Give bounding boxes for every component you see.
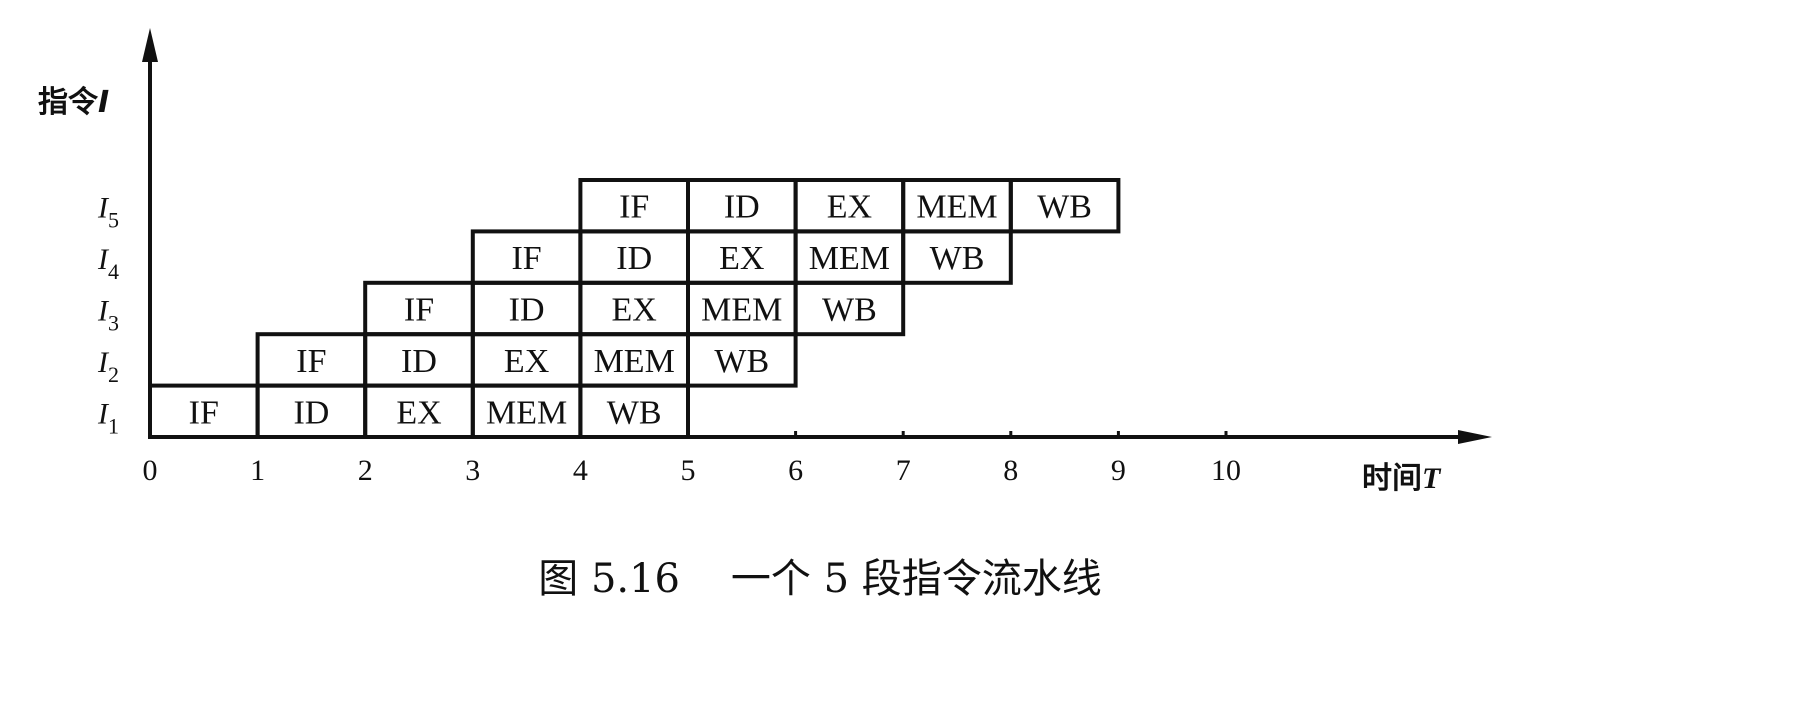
x-axis-label: 时间T	[1362, 461, 1442, 496]
instruction-label: I4	[97, 243, 119, 284]
stage-label: ID	[616, 240, 652, 277]
instruction-label: I3	[97, 295, 119, 336]
stage-label: EX	[612, 292, 657, 329]
x-tick-label: 5	[681, 454, 696, 487]
instruction-label: I2	[97, 346, 119, 387]
stage-label: MEM	[701, 292, 782, 329]
figure-caption: 图 5.16 一个 5 段指令流水线	[538, 556, 1102, 602]
stage-label: WB	[822, 292, 877, 329]
stage-label: IF	[404, 292, 434, 329]
stage-label: MEM	[594, 343, 675, 380]
x-tick-label: 9	[1111, 454, 1126, 487]
stage-label: EX	[827, 189, 872, 226]
x-tick-label: 10	[1211, 454, 1241, 487]
stage-label: IF	[296, 343, 326, 380]
stage-label: IF	[189, 394, 219, 431]
stage-label: EX	[396, 394, 441, 431]
y-axis-arrow-icon	[142, 28, 158, 62]
stage-label: EX	[719, 240, 764, 277]
x-tick-label: 2	[358, 454, 373, 487]
x-axis-arrow-icon	[1458, 430, 1492, 444]
x-tick-label: 6	[788, 454, 803, 487]
stage-label: ID	[509, 292, 545, 329]
y-axis-label: 指令I	[38, 85, 109, 120]
stage-label: MEM	[916, 189, 997, 226]
stage-label: MEM	[486, 394, 567, 431]
instruction-label: I5	[97, 192, 119, 233]
x-tick-label: 4	[573, 454, 588, 487]
stage-label: EX	[504, 343, 549, 380]
stage-label: WB	[930, 240, 985, 277]
stage-label: WB	[607, 394, 662, 431]
stage-label: IF	[619, 189, 649, 226]
x-tick-label: 3	[465, 454, 480, 487]
x-tick-label: 0	[143, 454, 158, 487]
instruction-label: I1	[97, 397, 119, 438]
stage-label: IF	[511, 240, 541, 277]
stage-label: ID	[401, 343, 437, 380]
stage-label: ID	[293, 394, 329, 431]
stage-cell	[1008, 178, 1121, 234]
stage-label: ID	[724, 189, 760, 226]
x-tick-label: 1	[250, 454, 265, 487]
stage-label: WB	[714, 343, 769, 380]
stage-label: WB	[1037, 189, 1092, 226]
stage-label: MEM	[809, 240, 890, 277]
x-tick-label: 7	[896, 454, 911, 487]
x-tick-label: 8	[1003, 454, 1018, 487]
